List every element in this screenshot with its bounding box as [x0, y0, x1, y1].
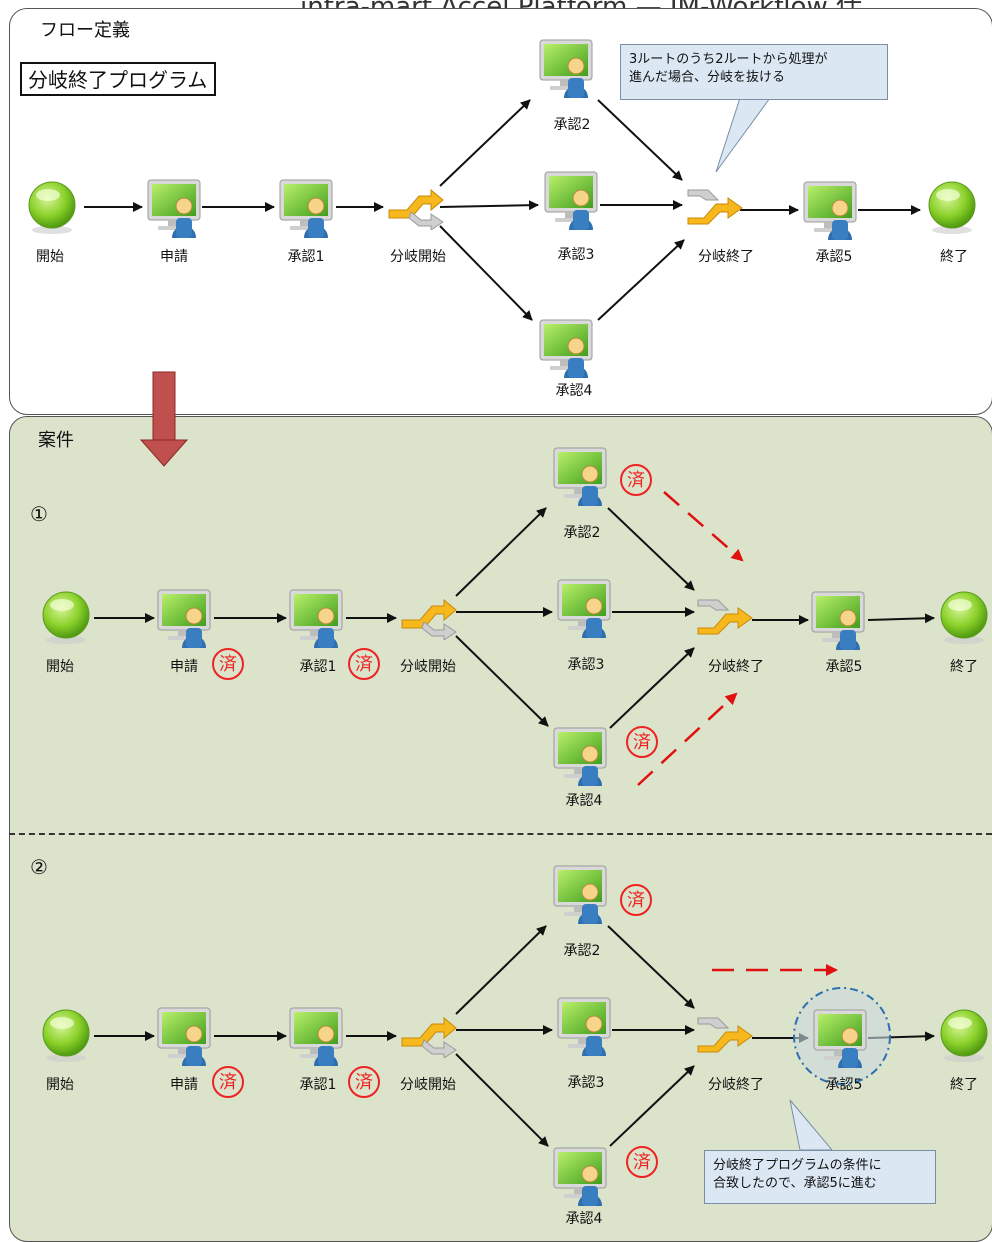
- user-terminal-icon: [803, 181, 857, 240]
- case1-branch-start-label: 分岐開始: [400, 659, 456, 675]
- def-approve1-label: 承認1: [287, 249, 325, 265]
- start-end-node-icon: [28, 181, 76, 235]
- case1-apply-label: 申請: [170, 659, 198, 675]
- case1-start-label: 開始: [46, 659, 74, 675]
- branch-start-icon: [401, 1017, 457, 1058]
- user-terminal-icon: [157, 589, 211, 648]
- case2-approve1-label: 承認1: [299, 1077, 337, 1093]
- def-approve2-label: 承認2: [553, 117, 591, 133]
- user-terminal-icon: [553, 1147, 607, 1206]
- case1-apply-done-stamp: 済: [212, 648, 244, 680]
- case1-approve5-label: 承認5: [825, 659, 863, 675]
- start-end-node-icon: [928, 181, 976, 235]
- user-terminal-icon: [289, 1007, 343, 1066]
- def-end-label: 終了: [940, 249, 968, 265]
- case2-approve3-label: 承認3: [567, 1075, 605, 1091]
- case2-start-label: 開始: [46, 1077, 74, 1093]
- user-terminal-icon: [553, 727, 607, 786]
- def-branch-start-label: 分岐開始: [390, 249, 446, 265]
- definition-connectors: [84, 99, 921, 321]
- case2-approve1-done-stamp: 済: [348, 1066, 380, 1098]
- case1-approve1-label: 承認1: [299, 659, 337, 675]
- def-approve4-label: 承認4: [555, 383, 593, 399]
- branch-end-icon: [697, 599, 753, 635]
- case2-approve2-label: 承認2: [563, 943, 601, 959]
- start-end-node-icon: [42, 1009, 90, 1063]
- flow-definition-title: フロー定義: [40, 20, 130, 41]
- user-terminal-icon: [557, 997, 611, 1056]
- case1-progress-arrows: [637, 491, 744, 786]
- case2-number: ②: [30, 855, 48, 879]
- definition-callout: 3ルートのうち2ルートから処理が 進んだ場合、分岐を抜ける: [620, 44, 888, 100]
- transition-down-arrow: [139, 371, 189, 467]
- user-terminal-icon: [811, 591, 865, 650]
- case1-branch-end-label: 分岐終了: [708, 659, 764, 675]
- start-end-node-icon: [940, 1009, 988, 1063]
- user-terminal-icon: [539, 39, 593, 98]
- case2-apply-label: 申請: [170, 1077, 198, 1093]
- branch-end-program-label: 分岐終了プログラム: [20, 62, 216, 96]
- start-end-node-icon: [940, 591, 988, 645]
- case1-approve2-done-stamp: 済: [620, 464, 652, 496]
- branch-end-icon: [687, 189, 743, 225]
- user-terminal-icon: [157, 1007, 211, 1066]
- def-apply-label: 申請: [160, 249, 188, 265]
- branch-end-icon: [697, 1017, 753, 1053]
- case2-approve2-done-stamp: 済: [620, 884, 652, 916]
- user-terminal-icon: [147, 179, 201, 238]
- def-approve5-label: 承認5: [815, 249, 853, 265]
- case2-branch-end-label: 分岐終了: [708, 1077, 764, 1093]
- user-terminal-icon: [279, 179, 333, 238]
- user-terminal-icon: [557, 579, 611, 638]
- case1-number: ①: [30, 502, 48, 526]
- case1-end-label: 終了: [950, 659, 978, 675]
- case1-approve4-label: 承認4: [565, 793, 603, 809]
- start-end-node-icon: [42, 591, 90, 645]
- case1-approve2-label: 承認2: [563, 525, 601, 541]
- case-divider: [9, 833, 992, 835]
- case1-connectors: [94, 507, 935, 729]
- case1-approve4-done-stamp: 済: [626, 726, 658, 758]
- user-terminal-icon: [553, 865, 607, 924]
- case1-approve1-done-stamp: 済: [348, 648, 380, 680]
- user-terminal-icon: [553, 447, 607, 506]
- case1-approve3-label: 承認3: [567, 657, 605, 673]
- branch-start-icon: [388, 189, 444, 230]
- case2-approve4-done-stamp: 済: [626, 1146, 658, 1178]
- case2-approve5-label: 承認5: [825, 1077, 863, 1093]
- def-branch-end-label: 分岐終了: [698, 249, 754, 265]
- case2-approve4-label: 承認4: [565, 1211, 603, 1227]
- case2-apply-done-stamp: 済: [212, 1066, 244, 1098]
- user-terminal-icon: [544, 171, 598, 230]
- def-approve3-label: 承認3: [557, 247, 595, 263]
- case2-end-label: 終了: [950, 1077, 978, 1093]
- case2-callout: 分岐終了プログラムの条件に 合致したので、承認5に進む: [704, 1150, 936, 1204]
- user-terminal-icon: [539, 319, 593, 378]
- def-start-label: 開始: [36, 249, 64, 265]
- case-section-title: 案件: [38, 430, 74, 451]
- branch-start-icon: [401, 599, 457, 640]
- case2-branch-start-label: 分岐開始: [400, 1077, 456, 1093]
- user-terminal-icon: [289, 589, 343, 648]
